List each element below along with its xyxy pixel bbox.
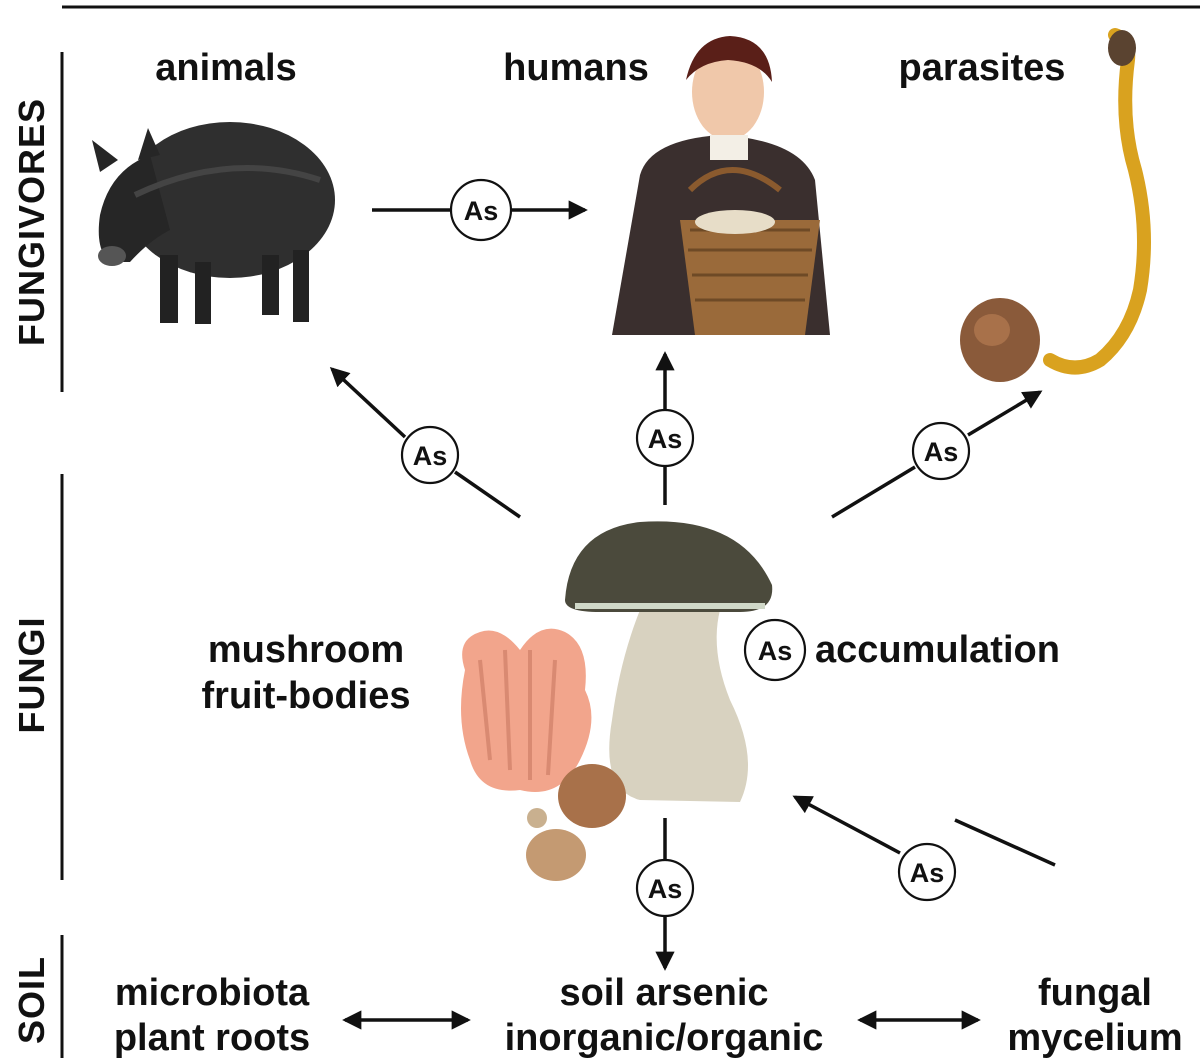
label-plant-roots: plant roots: [114, 1017, 310, 1058]
label-microbiota: microbiota: [115, 972, 310, 1014]
label-accumulation: accumulation: [815, 629, 1060, 671]
arrow-fungi-to-parasites: [968, 392, 1040, 435]
as-badge-fungi-soil: As: [637, 860, 693, 916]
label-fruit-bodies: fruit-bodies: [202, 675, 411, 717]
svg-text:As: As: [648, 424, 683, 454]
as-badge-accumulation: As: [745, 620, 805, 680]
as-badge-animals-humans: As: [451, 180, 511, 240]
svg-text:As: As: [910, 858, 945, 888]
section-label-fungivores: FUNGIVORES: [11, 98, 52, 346]
arrow-fungi-to-animals: [332, 369, 405, 437]
arrow-mycelium-to-fungi: [795, 797, 900, 853]
svg-text:As: As: [464, 196, 499, 226]
svg-text:As: As: [648, 874, 683, 904]
as-badge-fungi-humans: As: [637, 410, 693, 466]
arrow-fungi-animals-tail: [455, 472, 520, 517]
svg-text:As: As: [758, 636, 793, 666]
label-inorganic-organic: inorganic/organic: [505, 1017, 824, 1058]
as-badge-fungi-parasites: As: [913, 423, 969, 479]
label-mushroom: mushroom: [208, 629, 404, 671]
svg-text:As: As: [413, 441, 448, 471]
label-fungal: fungal: [1038, 972, 1152, 1014]
label-humans: humans: [503, 47, 649, 89]
label-animals: animals: [155, 47, 297, 89]
svg-text:As: As: [924, 437, 959, 467]
label-parasites: parasites: [899, 47, 1066, 89]
section-label-soil: SOIL: [11, 956, 52, 1044]
mushroom-fruit-bodies-illustration: [461, 521, 772, 881]
arrow-fungi-parasites-tail: [832, 467, 915, 517]
wild-boar-illustration: [92, 122, 335, 324]
label-mycelium: mycelium: [1007, 1017, 1182, 1058]
label-soil-arsenic: soil arsenic: [559, 972, 768, 1014]
section-label-fungi: FUNGI: [11, 617, 52, 734]
as-badge-fungi-animals: As: [402, 427, 458, 483]
as-badge-mycelium-fungi: As: [899, 844, 955, 900]
arrow-mycelium-fungi-tail: [955, 820, 1055, 865]
arrow-mycelium-dummy: [958, 865, 1055, 896]
